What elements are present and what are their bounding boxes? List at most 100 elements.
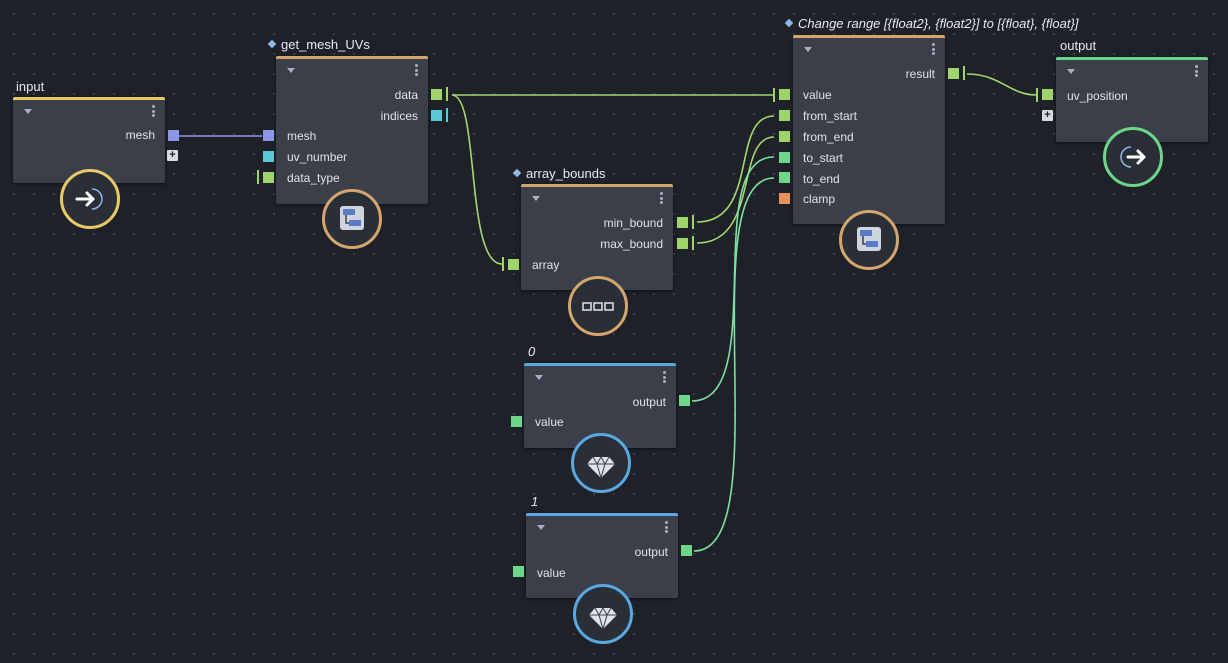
port-input-from-end[interactable] (779, 131, 790, 142)
port-output-result[interactable] (948, 68, 959, 79)
port-output-const-1[interactable] (681, 545, 692, 556)
port-input-data-type[interactable] (263, 172, 274, 183)
port-label-uv-position: uv_position (1067, 89, 1128, 103)
array-icon (568, 276, 628, 336)
port-input-uv-number[interactable] (263, 151, 274, 162)
node-header-bar (526, 513, 678, 516)
port-label-output: output (634, 545, 668, 559)
kebab-menu-icon[interactable] (665, 521, 668, 535)
node-const-1[interactable]: output value (526, 513, 678, 598)
port-input-uv-position[interactable] (1042, 89, 1053, 100)
port-input-value[interactable] (779, 89, 790, 100)
caret-down-icon[interactable] (532, 196, 540, 201)
node-title-const-0: 0 (528, 344, 536, 359)
plus-icon[interactable]: + (1042, 110, 1053, 121)
caret-down-icon[interactable] (535, 375, 543, 380)
node-header-bar (524, 363, 676, 366)
port-input-mesh[interactable] (263, 130, 274, 141)
node-array-bounds[interactable]: min_bound max_bound array (521, 184, 673, 290)
caret-down-icon[interactable] (804, 47, 812, 52)
node-header-bar (276, 56, 428, 59)
node-title-text: get_mesh_UVs (281, 37, 370, 52)
wire-max-to-from-end (696, 136, 775, 244)
kebab-menu-icon[interactable] (415, 64, 418, 78)
gem-icon (571, 433, 631, 493)
enter-icon (60, 169, 120, 229)
node-get-mesh-uvs[interactable]: data indices mesh uv_number data_type (276, 56, 428, 204)
port-label-mesh: mesh (125, 128, 155, 142)
kebab-menu-icon[interactable] (660, 192, 663, 206)
node-change-range[interactable]: result value from_start from_end to_star… (793, 35, 945, 224)
port-label-indices: indices (380, 109, 418, 123)
port-label-data-type: data_type (287, 171, 340, 185)
port-input-clamp[interactable] (779, 193, 790, 204)
port-input-array[interactable] (508, 259, 519, 270)
port-output-const-0[interactable] (679, 395, 690, 406)
port-output-data[interactable] (431, 89, 442, 100)
port-input-value-0[interactable] (511, 416, 522, 427)
caret-down-icon[interactable] (1067, 69, 1075, 74)
port-label-value: value (535, 415, 564, 429)
port-label-to-end: to_end (803, 172, 840, 186)
port-output-max-bound[interactable] (677, 238, 688, 249)
node-title-input: input (16, 79, 45, 94)
shared-node-icon (267, 39, 277, 49)
port-label-from-start: from_start (803, 109, 858, 123)
port-label-min-bound: min_bound (603, 216, 663, 230)
port-label-value: value (803, 88, 832, 102)
port-output-mesh[interactable] (168, 130, 179, 141)
port-label-output: output (632, 395, 666, 409)
port-array-marker (1036, 88, 1038, 102)
caret-down-icon[interactable] (24, 109, 32, 114)
port-label-result: result (905, 67, 935, 81)
port-input-to-start[interactable] (779, 152, 790, 163)
port-label-clamp: clamp (803, 192, 836, 206)
port-label-array: array (532, 258, 560, 272)
port-label-mesh: mesh (287, 129, 317, 143)
port-label-to-start: to_start (803, 151, 844, 165)
port-label-data: data (394, 88, 418, 102)
caret-down-icon[interactable] (287, 68, 295, 73)
node-header-bar (793, 35, 945, 38)
port-array-marker (446, 108, 448, 122)
node-header-bar (1056, 57, 1208, 60)
plus-icon[interactable]: + (167, 150, 178, 161)
exit-icon (1103, 127, 1163, 187)
node-title-output: output (1060, 38, 1097, 53)
port-output-min-bound[interactable] (677, 217, 688, 228)
node-title-change-range: Change range [{float2}, {float2}] to [{f… (784, 16, 1079, 31)
wire-result-to-uv (966, 73, 1037, 96)
port-array-marker (963, 66, 965, 80)
node-header-bar (521, 184, 673, 187)
port-output-indices[interactable] (431, 110, 442, 121)
port-array-marker (692, 236, 694, 250)
port-array-marker (773, 88, 775, 102)
wire-0-to-to-start (691, 156, 775, 402)
kebab-menu-icon[interactable] (1195, 65, 1198, 79)
node-input[interactable]: mesh (13, 97, 165, 183)
gem-icon (573, 584, 633, 644)
port-input-to-end[interactable] (779, 172, 790, 183)
port-label-value: value (537, 566, 566, 580)
node-title-array-bounds: array_bounds (512, 166, 606, 181)
port-array-marker (692, 215, 694, 229)
wire-1-to-to-end (693, 177, 775, 552)
kebab-menu-icon[interactable] (152, 105, 155, 119)
node-title-get-mesh-uvs: get_mesh_UVs (267, 37, 370, 52)
caret-down-icon[interactable] (537, 525, 545, 530)
shared-node-icon (784, 18, 794, 28)
node-title-text: Change range [{float2}, {float2}] to [{f… (798, 16, 1079, 31)
node-title-text: array_bounds (526, 166, 606, 181)
kebab-menu-icon[interactable] (663, 371, 666, 385)
kebab-menu-icon[interactable] (932, 43, 935, 57)
shared-node-icon (512, 168, 522, 178)
port-array-marker (257, 170, 259, 184)
port-input-value-1[interactable] (513, 566, 524, 577)
node-title-const-1: 1 (531, 494, 539, 509)
port-input-from-start[interactable] (779, 110, 790, 121)
port-array-marker (446, 87, 448, 101)
port-array-marker (502, 257, 504, 271)
port-label-uv-number: uv_number (287, 150, 348, 164)
port-label-from-end: from_end (803, 130, 854, 144)
function-graph-icon (322, 189, 382, 249)
